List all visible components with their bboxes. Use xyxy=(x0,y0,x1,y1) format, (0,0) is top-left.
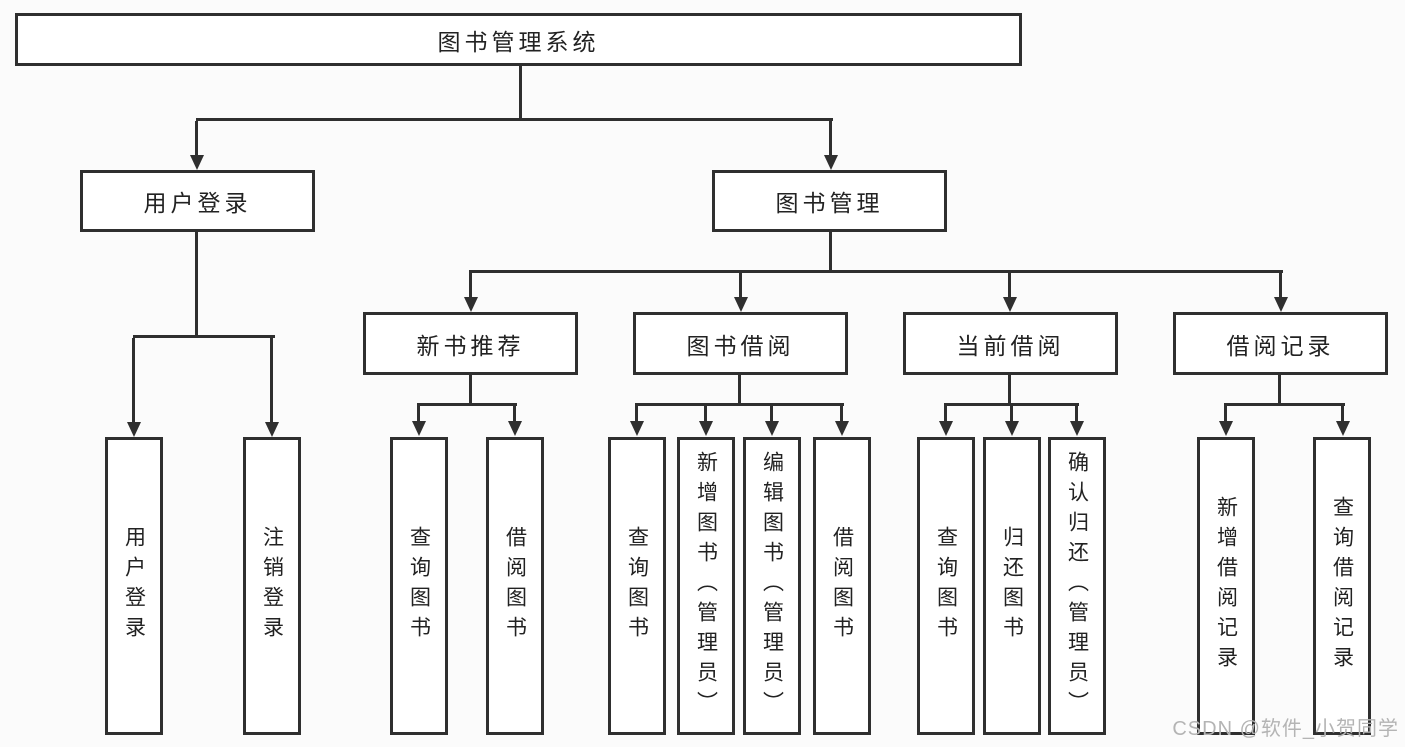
leaf-query-books-recommend-label: 查询图书 xyxy=(407,526,431,646)
node-current-borrow: 当前借阅 xyxy=(903,312,1118,375)
leaf-add-borrow-record-label: 新增借阅记录 xyxy=(1214,496,1238,676)
connector-line xyxy=(1341,406,1344,422)
node-root-label: 图书管理系统 xyxy=(437,28,600,55)
connector-line xyxy=(944,406,947,422)
leaf-return-book: 归还图书 xyxy=(983,437,1041,735)
arrow-down-icon xyxy=(1005,421,1019,436)
node-book-borrow: 图书借阅 xyxy=(633,312,848,375)
connector-line xyxy=(739,273,742,298)
connector-line xyxy=(417,406,420,422)
arrow-down-icon xyxy=(508,421,522,436)
leaf-borrow-books-recommend-label: 借阅图书 xyxy=(503,526,527,646)
connector-line xyxy=(770,406,773,422)
leaf-logout: 注销登录 xyxy=(243,437,301,735)
arrow-down-icon xyxy=(734,297,748,312)
arrow-down-icon xyxy=(939,421,953,436)
connector-line xyxy=(270,338,273,422)
leaf-confirm-return-admin-label: 确认归还（管理员） xyxy=(1065,451,1089,721)
leaf-edit-book-admin: 编辑图书（管理员） xyxy=(743,437,801,735)
connector-line xyxy=(519,66,522,118)
connector-line xyxy=(195,232,198,335)
leaf-borrow-books-label: 借阅图书 xyxy=(830,526,854,646)
arrow-down-icon xyxy=(127,422,141,437)
leaf-query-books-current-label: 查询图书 xyxy=(934,526,958,646)
connector-line xyxy=(1279,273,1282,298)
connector-line xyxy=(738,375,741,403)
arrow-down-icon xyxy=(1336,421,1350,436)
arrow-down-icon xyxy=(190,155,204,170)
leaf-add-book-admin-label: 新增图书（管理员） xyxy=(694,451,718,721)
node-user-login-label: 用户登录 xyxy=(143,190,252,216)
node-user-login: 用户登录 xyxy=(80,170,315,232)
connector-line xyxy=(469,270,1283,273)
connector-line xyxy=(469,375,472,403)
connector-line xyxy=(1278,375,1281,403)
leaf-query-books-borrow: 查询图书 xyxy=(608,437,666,735)
node-borrow-records-label: 借阅记录 xyxy=(1226,332,1335,359)
node-new-book-recommend: 新书推荐 xyxy=(363,312,578,375)
node-root: 图书管理系统 xyxy=(15,13,1022,66)
node-current-borrow-label: 当前借阅 xyxy=(956,332,1065,359)
node-new-book-recommend-label: 新书推荐 xyxy=(416,332,525,359)
arrow-down-icon xyxy=(630,421,644,436)
leaf-confirm-return-admin: 确认归还（管理员） xyxy=(1048,437,1106,735)
connector-line xyxy=(1224,403,1345,406)
connector-line xyxy=(1008,273,1011,298)
connector-line xyxy=(829,121,832,157)
connector-line xyxy=(196,118,833,121)
leaf-edit-book-admin-label: 编辑图书（管理员） xyxy=(760,451,784,721)
arrow-down-icon xyxy=(1219,421,1233,436)
csdn-watermark: CSDN @软件_小贺同学 xyxy=(1172,718,1399,740)
connector-line xyxy=(1224,406,1227,422)
arrow-down-icon xyxy=(265,422,279,437)
leaf-add-book-admin: 新增图书（管理员） xyxy=(677,437,735,735)
leaf-query-books-current: 查询图书 xyxy=(917,437,975,735)
connector-line xyxy=(635,403,844,406)
connector-line xyxy=(944,403,1079,406)
leaf-query-borrow-record: 查询借阅记录 xyxy=(1313,437,1371,735)
arrow-down-icon xyxy=(835,421,849,436)
arrow-down-icon xyxy=(1003,297,1017,312)
node-borrow-records: 借阅记录 xyxy=(1173,312,1388,375)
connector-line xyxy=(1008,375,1011,403)
arrow-down-icon xyxy=(699,421,713,436)
connector-line xyxy=(704,406,707,422)
leaf-return-book-label: 归还图书 xyxy=(1000,526,1024,646)
leaf-add-borrow-record: 新增借阅记录 xyxy=(1197,437,1255,735)
connector-line xyxy=(469,273,472,298)
arrow-down-icon xyxy=(765,421,779,436)
connector-line xyxy=(133,335,275,338)
arrow-down-icon xyxy=(1274,297,1288,312)
connector-line xyxy=(417,403,517,406)
connector-line xyxy=(1075,406,1078,422)
leaf-query-books-borrow-label: 查询图书 xyxy=(625,526,649,646)
node-book-management: 图书管理 xyxy=(712,170,947,232)
leaf-borrow-books: 借阅图书 xyxy=(813,437,871,735)
arrow-down-icon xyxy=(412,421,426,436)
connector-line xyxy=(132,338,135,422)
leaf-user-login: 用户登录 xyxy=(105,437,163,735)
node-book-borrow-label: 图书借阅 xyxy=(686,332,795,359)
arrow-down-icon xyxy=(464,297,478,312)
connector-line xyxy=(635,406,638,422)
connector-line xyxy=(840,406,843,422)
leaf-borrow-books-recommend: 借阅图书 xyxy=(486,437,544,735)
leaf-user-login-label: 用户登录 xyxy=(122,526,146,646)
node-book-management-label: 图书管理 xyxy=(775,190,884,216)
leaf-logout-label: 注销登录 xyxy=(260,526,284,646)
connector-line xyxy=(513,406,516,422)
arrow-down-icon xyxy=(1070,421,1084,436)
connector-line xyxy=(1010,406,1013,422)
connector-line xyxy=(829,232,832,270)
leaf-query-borrow-record-label: 查询借阅记录 xyxy=(1330,496,1354,676)
leaf-query-books-recommend: 查询图书 xyxy=(390,437,448,735)
arrow-down-icon xyxy=(824,155,838,170)
connector-line xyxy=(195,121,198,157)
